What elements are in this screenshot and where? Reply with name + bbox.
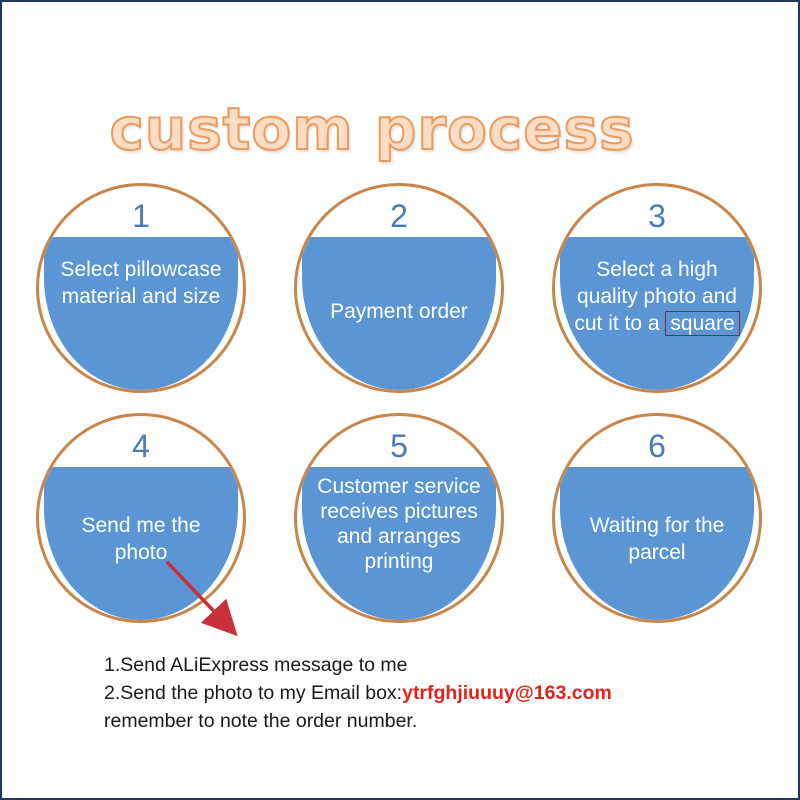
step-number: 3 xyxy=(648,198,666,234)
step-label: Select a high quality photo and cut it t… xyxy=(569,256,745,337)
highlighted-word: square xyxy=(665,311,740,336)
email-address: ytrfghjiuuuy@163.com xyxy=(402,682,612,704)
instruction-line-2-text: 2.Send the photo to my Email box: xyxy=(104,682,403,704)
step-number: 4 xyxy=(132,428,150,464)
step-number: 6 xyxy=(648,428,666,464)
instructions: 1.Send ALiExpress message to me 2.Send t… xyxy=(104,651,612,735)
step-label: Select pillowcase material and size xyxy=(60,258,222,308)
step-1-circle: 1 Select pillowcase material and size xyxy=(36,183,246,393)
step-number: 2 xyxy=(390,198,408,234)
step-label: Waiting for the parcel xyxy=(589,514,725,564)
step-4-circle: 4 Send me the photo xyxy=(36,413,246,623)
step-5-circle: 5 Customer service receives pictures and… xyxy=(294,413,504,623)
instruction-line-1: 1.Send ALiExpress message to me xyxy=(104,654,408,676)
step-label: Send me the photo xyxy=(81,514,201,564)
step-2-circle: 2 Payment order xyxy=(294,183,504,393)
step-number: 5 xyxy=(390,428,408,464)
step-label: Customer service receives pictures and a… xyxy=(317,475,481,573)
instruction-line-2: 2.Send the photo to my Email box:ytrfghj… xyxy=(104,679,612,707)
step-number: 1 xyxy=(132,198,150,234)
step-label: Payment order xyxy=(330,300,468,323)
step-3-circle: 3 Select a high quality photo and cut it… xyxy=(552,183,762,393)
page-title: custom process xyxy=(108,94,635,164)
step-label-text: Select a high quality photo and cut it t… xyxy=(574,258,737,335)
instruction-line-3: remember to note the order number. xyxy=(104,710,418,732)
step-6-circle: 6 Waiting for the parcel xyxy=(552,413,762,623)
